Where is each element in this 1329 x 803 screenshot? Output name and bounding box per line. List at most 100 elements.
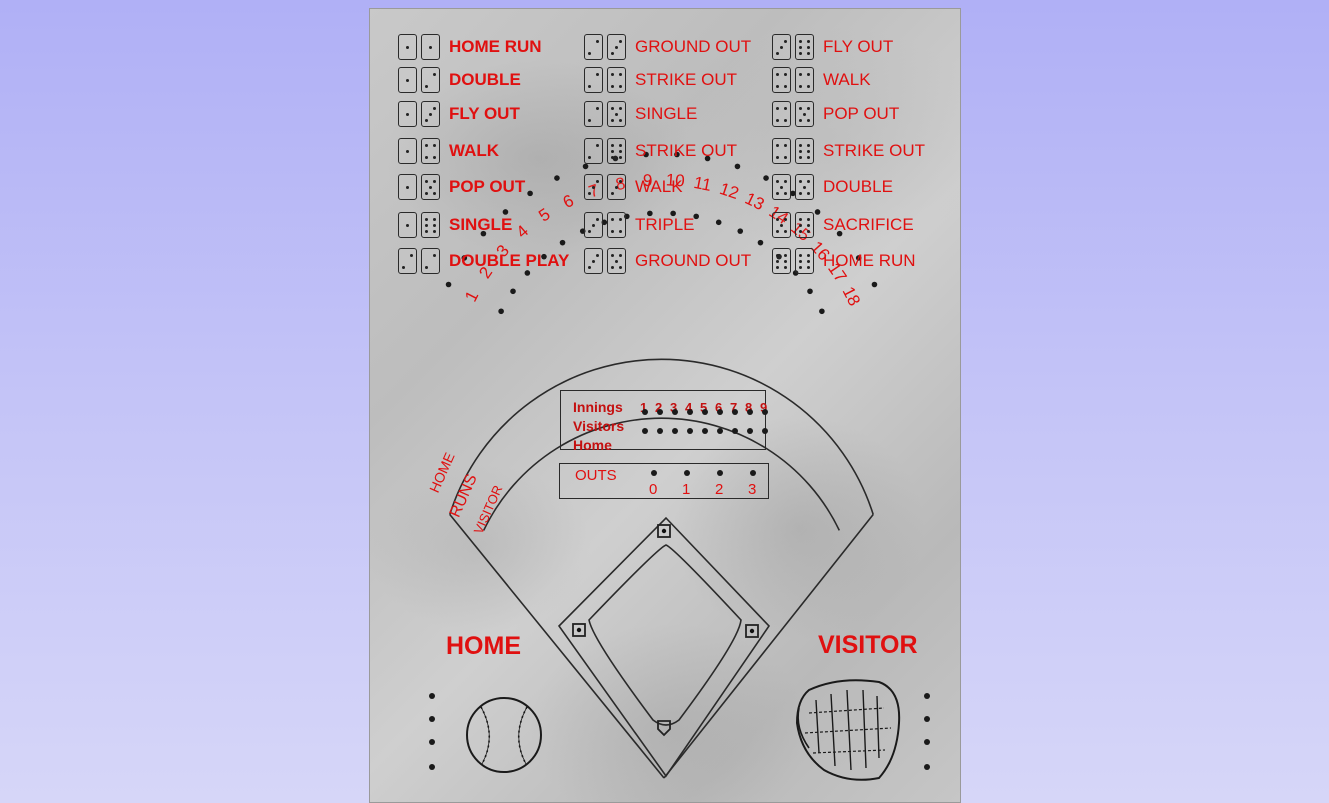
dice-rule-label: DOUBLE [823, 177, 893, 196]
run-peg-hole[interactable] [480, 230, 487, 237]
run-peg-hole[interactable] [559, 239, 566, 246]
inner-runs-arc [482, 417, 841, 531]
runs-track-number: 11 [692, 173, 713, 195]
home-inning-peg-hole[interactable] [657, 428, 663, 434]
visitor-side-peg-hole[interactable] [924, 693, 930, 699]
run-peg-hole[interactable] [541, 253, 547, 260]
die-face-6-icon [607, 138, 626, 164]
run-peg-hole[interactable] [445, 281, 452, 288]
runs-track-number: 18 [839, 284, 865, 309]
dice-rule-label: WALK [823, 70, 871, 89]
run-peg-hole[interactable] [502, 209, 509, 215]
die-face-1-icon [398, 212, 417, 238]
run-peg-hole[interactable] [510, 288, 516, 295]
visitors-inning-peg-hole[interactable] [762, 409, 768, 415]
die-face-3-icon [584, 174, 603, 200]
run-peg-hole[interactable] [693, 213, 700, 220]
dice-rule-row: GROUND OUT [584, 34, 751, 60]
outs-peg-hole[interactable] [651, 470, 657, 476]
run-peg-hole[interactable] [737, 228, 744, 234]
run-peg-hole[interactable] [704, 155, 711, 162]
visitors-inning-peg-hole[interactable] [702, 409, 708, 415]
dice-rule-label: WALK [449, 141, 500, 160]
run-peg-hole[interactable] [554, 175, 560, 181]
visitors-inning-peg-hole[interactable] [672, 409, 678, 415]
outs-peg-hole[interactable] [717, 470, 723, 476]
run-peg-hole[interactable] [715, 219, 722, 226]
visitor-side-peg-hole[interactable] [924, 739, 930, 745]
visitor-side-peg-hole[interactable] [924, 716, 930, 722]
inning-number: 6 [715, 400, 723, 415]
outs-peg-hole[interactable] [750, 470, 756, 476]
dice-rule-row: WALK [398, 138, 499, 164]
inning-number: 4 [685, 400, 693, 415]
inning-number: 9 [760, 400, 768, 415]
visitors-inning-peg-hole[interactable] [717, 409, 723, 415]
visitors-inning-peg-hole[interactable] [687, 409, 693, 415]
outs-peg-hole[interactable] [684, 470, 690, 476]
run-peg-hole[interactable] [757, 239, 764, 246]
home-inning-peg-hole[interactable] [747, 428, 753, 434]
visitors-inning-peg-hole[interactable] [657, 409, 663, 415]
home-side-peg-hole[interactable] [429, 739, 435, 745]
visitors-inning-peg-hole[interactable] [747, 409, 753, 415]
die-face-4-icon [772, 67, 791, 93]
run-peg-hole[interactable] [790, 190, 796, 197]
run-peg-hole[interactable] [527, 190, 533, 197]
home-inning-peg-hole[interactable] [717, 428, 723, 434]
run-peg-hole[interactable] [814, 209, 821, 215]
dice-rule-label: SINGLE [449, 215, 513, 234]
dice-rule-row: WALK [772, 67, 871, 93]
run-peg-hole[interactable] [855, 255, 862, 261]
home-inning-peg-hole[interactable] [642, 428, 648, 434]
dice-pair [398, 248, 440, 274]
home-inning-peg-hole[interactable] [762, 428, 768, 434]
run-peg-hole[interactable] [836, 230, 843, 237]
dice-rule-label: SINGLE [635, 104, 698, 123]
run-peg-hole[interactable] [674, 151, 680, 158]
visitor-side-peg-hole[interactable] [924, 764, 930, 770]
die-face-6-icon [421, 212, 440, 238]
home-inning-peg-hole[interactable] [732, 428, 738, 434]
die-face-5-icon [772, 212, 791, 238]
run-peg-hole[interactable] [734, 163, 741, 170]
run-peg-hole[interactable] [647, 210, 653, 217]
die-face-3-icon [584, 248, 603, 274]
visitors-inning-peg-hole[interactable] [732, 409, 738, 415]
run-peg-hole[interactable] [763, 175, 769, 181]
visitors-inning-peg-hole[interactable] [642, 409, 648, 415]
run-peg-hole[interactable] [643, 151, 649, 158]
run-peg-hole[interactable] [582, 163, 589, 170]
run-peg-hole[interactable] [807, 288, 813, 295]
run-peg-hole[interactable] [524, 270, 531, 276]
visitors-row-label: Visitors [573, 418, 625, 434]
die-face-1-icon [398, 174, 417, 200]
run-peg-hole[interactable] [498, 308, 504, 315]
home-side-peg-hole[interactable] [429, 693, 435, 699]
die-face-5-icon [607, 101, 626, 127]
dice-rule-row: STRIKE OUT [584, 67, 737, 93]
run-peg-hole[interactable] [819, 308, 825, 315]
home-side-peg-hole[interactable] [429, 764, 435, 770]
die-face-2-icon [421, 67, 440, 93]
dice-rule-row: TRIPLE [584, 212, 695, 238]
die-face-2-icon [398, 248, 417, 274]
baseball-glove-icon [795, 679, 901, 781]
dice-pair [772, 212, 814, 238]
die-face-5-icon [772, 174, 791, 200]
dice-rule-row: POP OUT [398, 174, 525, 200]
run-peg-hole[interactable] [670, 210, 676, 217]
baseball-icon [466, 697, 542, 773]
dice-pair [584, 212, 626, 238]
home-team-label: HOME [446, 632, 521, 660]
run-peg-hole[interactable] [461, 255, 468, 261]
home-inning-peg-hole[interactable] [702, 428, 708, 434]
inning-scoreboard: Innings Visitors Home 1 2 3 4 5 6 7 8 9 [560, 390, 768, 453]
dice-pair [398, 138, 440, 164]
home-inning-peg-hole[interactable] [687, 428, 693, 434]
run-peg-hole[interactable] [871, 281, 878, 288]
inning-number: 7 [730, 400, 738, 415]
dice-rule-row: POP OUT [772, 101, 899, 127]
home-side-peg-hole[interactable] [429, 716, 435, 722]
home-inning-peg-hole[interactable] [672, 428, 678, 434]
